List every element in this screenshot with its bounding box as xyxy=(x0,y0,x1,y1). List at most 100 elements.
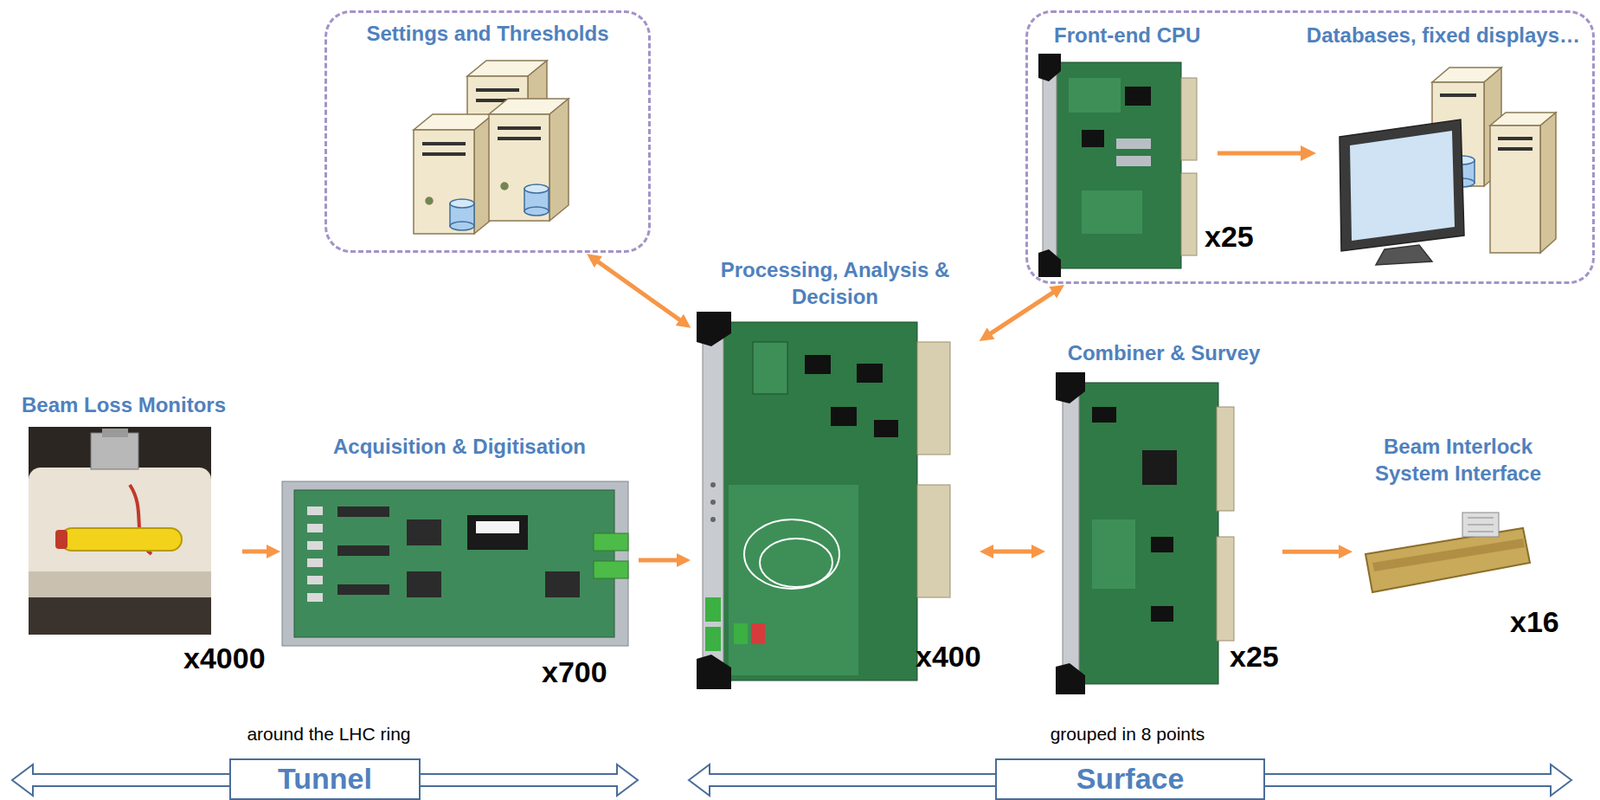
combiner-board xyxy=(1062,382,1080,684)
location-note: around the LHC ring xyxy=(246,722,411,745)
processing-board xyxy=(733,623,748,644)
node-heading: Combiner & Survey xyxy=(1047,339,1281,367)
cpu-board xyxy=(1116,138,1151,149)
arrow-head xyxy=(586,253,603,268)
database-display-icon xyxy=(1540,112,1556,253)
acquisition-board xyxy=(307,540,323,550)
surface-tag: Surface xyxy=(995,758,1266,800)
processing-board xyxy=(917,484,951,598)
location-note: grouped in 8 points xyxy=(1050,722,1206,745)
cpu-board xyxy=(1181,77,1197,161)
blm-photo xyxy=(102,428,129,437)
link-arrow xyxy=(1217,151,1301,156)
data-arrow xyxy=(979,284,1065,341)
node-heading: Tunnel xyxy=(277,762,373,795)
arrow-head xyxy=(979,327,996,341)
arrow-shaft xyxy=(242,548,269,553)
processing-board xyxy=(744,519,840,589)
database-display-icon xyxy=(1375,244,1433,265)
node-heading: Front-end CPU xyxy=(1053,21,1201,49)
cpu-board xyxy=(1038,53,1197,277)
cpu-board xyxy=(1038,53,1061,82)
combiner-board xyxy=(1216,536,1234,641)
blm-photo xyxy=(55,529,68,549)
combiner-board xyxy=(1055,372,1234,694)
combiner-board xyxy=(1055,662,1086,694)
arrow-shaft xyxy=(991,548,1034,553)
processing-board xyxy=(722,321,918,681)
interlock-device xyxy=(1467,517,1494,519)
server-icon xyxy=(449,221,475,231)
processing-board xyxy=(705,597,721,622)
processing-board xyxy=(710,516,716,522)
combiner-board xyxy=(1150,605,1174,622)
database-display-icon xyxy=(1439,93,1477,97)
server-icon xyxy=(475,88,520,92)
arrow-head xyxy=(675,314,692,328)
processing-board xyxy=(751,623,765,644)
server-icon xyxy=(524,206,549,216)
arrow-head xyxy=(266,544,281,559)
processing-board xyxy=(804,354,831,374)
interlock-device xyxy=(1365,527,1530,592)
node-heading: Databases, fixed displays… xyxy=(1306,21,1581,49)
data-arrow xyxy=(586,253,691,328)
blm-photo xyxy=(90,432,139,470)
combiner-board xyxy=(1092,406,1117,423)
processing-board xyxy=(710,481,716,488)
processing-card: Processing, Analysis & Decision xyxy=(692,256,978,694)
database-display-icon xyxy=(1339,67,1556,265)
arrow-head xyxy=(1031,544,1046,559)
acquisition-board xyxy=(337,506,390,517)
count-label: x4000 xyxy=(183,642,266,675)
interlock-device xyxy=(1462,512,1499,537)
arrow-shaft xyxy=(597,260,682,321)
tunnel-tag: Tunnel xyxy=(229,758,421,800)
blm-photo xyxy=(28,426,212,635)
server-icon xyxy=(549,98,569,221)
acquisition-board xyxy=(307,506,323,515)
acquisition-board xyxy=(337,545,390,556)
server-icon xyxy=(449,199,475,208)
arrow-head xyxy=(1338,544,1353,559)
interlock-device xyxy=(1372,538,1525,572)
count-label: x700 xyxy=(541,655,608,688)
interlock-device xyxy=(1467,524,1494,526)
processing-board xyxy=(830,406,857,426)
processing-board xyxy=(710,499,716,505)
database-display-icon xyxy=(1490,125,1541,253)
acquisition-board xyxy=(545,571,580,598)
server-icon xyxy=(524,184,549,193)
frontend-group: Front-end CPU Databases, fixed displays… xyxy=(1025,10,1595,284)
count-label: x16 xyxy=(1510,605,1560,638)
acquisition-board xyxy=(475,520,520,534)
server-icon xyxy=(425,197,433,205)
arrow-head xyxy=(676,552,691,567)
processing-board xyxy=(696,654,732,689)
cpu-board xyxy=(1068,77,1121,113)
database-display-icon xyxy=(1339,119,1465,251)
interlock-device xyxy=(1365,512,1530,592)
cpu-board xyxy=(1055,62,1182,269)
acquisition-board xyxy=(406,571,442,598)
arrow-shaft xyxy=(1282,549,1341,554)
data-arrow xyxy=(242,544,281,559)
data-arrow xyxy=(1282,544,1353,559)
processing-board xyxy=(752,341,788,394)
cpu-board xyxy=(1042,62,1057,269)
processing-board xyxy=(696,311,732,347)
cpu-board xyxy=(1116,155,1151,167)
node-heading: Beam Loss Monitors xyxy=(6,391,241,418)
combiner-board xyxy=(1142,449,1177,485)
server-icon xyxy=(413,60,569,234)
blm-photo xyxy=(28,426,212,635)
cpu-board xyxy=(1081,129,1105,148)
acquisition-board xyxy=(307,592,323,602)
count-label: x25 xyxy=(1204,220,1254,253)
acquisition-board xyxy=(593,533,629,551)
server-icon xyxy=(497,126,541,130)
cpu-board xyxy=(1038,249,1061,277)
acquisition-board xyxy=(307,575,323,585)
